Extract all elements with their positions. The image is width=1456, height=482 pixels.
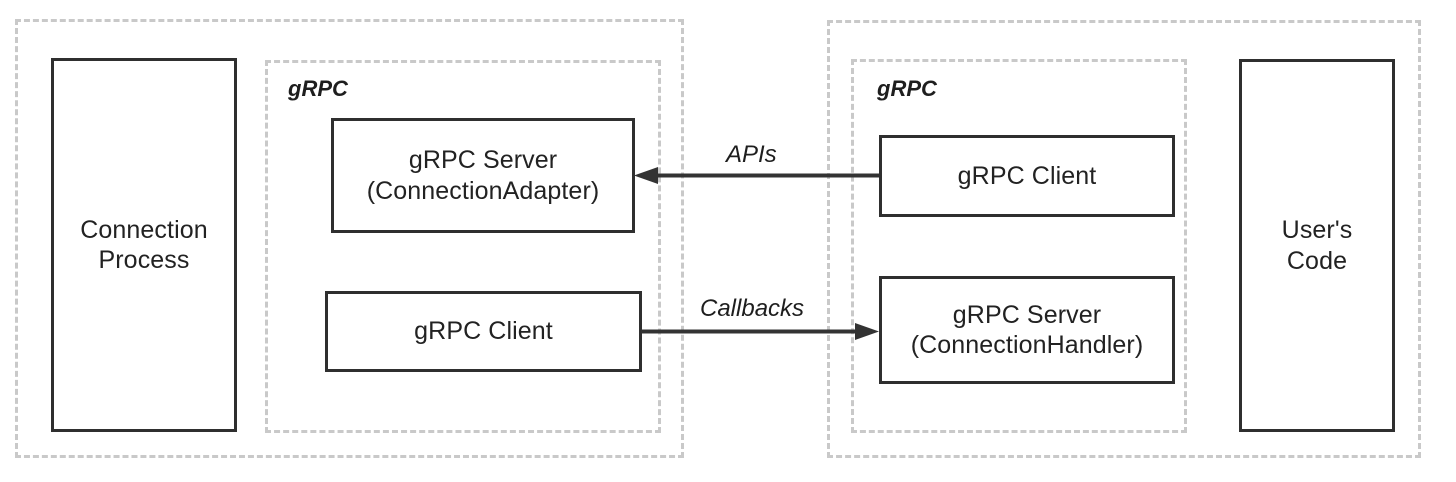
node-grpc-client-right[interactable]: gRPC Client <box>879 135 1175 217</box>
group-connection-process-container <box>15 19 684 458</box>
node-connection-process-label: Connection Process <box>80 215 208 275</box>
node-grpc-client-right-label: gRPC Client <box>957 161 1097 190</box>
group-label-grpc-left: gRPC <box>288 76 348 101</box>
node-grpc-client-left[interactable]: gRPC Client <box>325 291 642 372</box>
edge-label-apis: APIs <box>726 141 777 168</box>
node-grpc-client-left-label: gRPC Client <box>414 317 553 346</box>
edge-label-callbacks: Callbacks <box>700 295 805 322</box>
group-grpc-right <box>851 59 1187 433</box>
node-users-code[interactable]: User's Code <box>1239 59 1395 432</box>
group-grpc-left <box>265 60 661 433</box>
node-grpc-server-connection-adapter[interactable]: gRPC Server (ConnectionAdapter) <box>331 118 635 233</box>
node-users-code-label: User's Code <box>1281 216 1353 275</box>
group-user-container <box>827 20 1421 458</box>
group-label-grpc-right: gRPC <box>877 76 937 101</box>
node-grpc-server-connection-handler[interactable]: gRPC Server (ConnectionHandler) <box>879 276 1175 384</box>
node-connection-process[interactable]: Connection Process <box>51 58 237 432</box>
node-grpc-server-connection-adapter-label: gRPC Server (ConnectionAdapter) <box>366 146 600 205</box>
node-grpc-server-connection-handler-label: gRPC Server (ConnectionHandler) <box>910 300 1144 360</box>
